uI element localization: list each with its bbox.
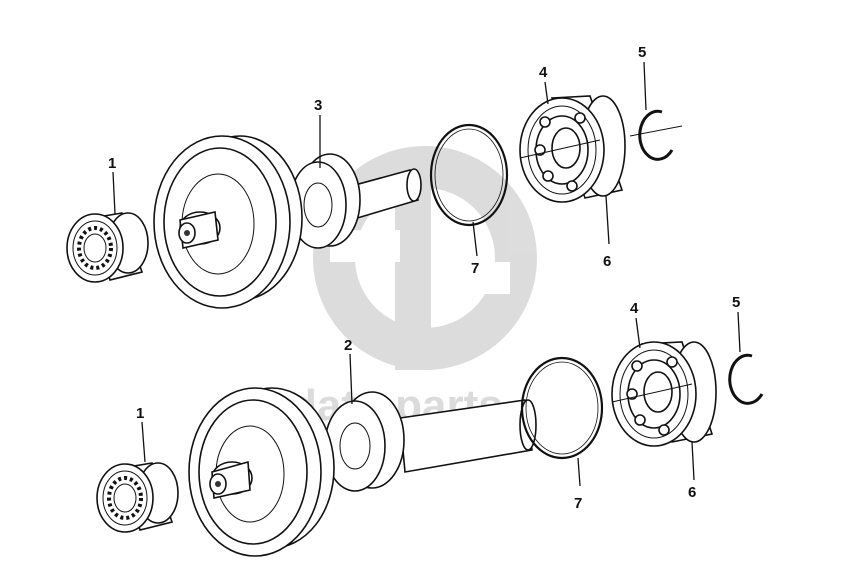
bottom-o-ring (520, 356, 604, 460)
top-gear (153, 135, 303, 309)
top-shaft-body (289, 153, 422, 249)
top-label-shaft: 3 (314, 97, 322, 114)
top-label-bearing-race: 4 (539, 64, 548, 81)
top-label-bearing: 1 (108, 155, 116, 172)
top-o-ring (429, 123, 509, 227)
top-circlip (629, 109, 683, 161)
bottom-circlip (728, 353, 764, 405)
top-label-seal: 6 (603, 253, 611, 270)
bottom-label-shaft: 2 (344, 337, 352, 354)
bottom-shaft-body (324, 391, 537, 492)
bottom-ball-bearing (611, 341, 717, 447)
top-assembly: 1 3 4 5 7 6 (66, 44, 683, 309)
bottom-assembly: 1 2 4 5 7 6 (96, 294, 764, 557)
top-roller-bearing (66, 212, 149, 283)
bottom-roller-bearing (96, 462, 179, 533)
top-ball-bearing (519, 95, 626, 203)
bottom-label-circlip: 5 (732, 294, 740, 311)
top-label-circlip: 5 (638, 44, 646, 61)
top-label-ring: 7 (471, 260, 479, 277)
bottom-label-bearing-race: 4 (630, 300, 639, 317)
bottom-label-seal: 6 (688, 484, 696, 501)
bottom-gear (188, 387, 335, 557)
bottom-label-ring: 7 (574, 495, 582, 512)
bottom-label-bearing: 1 (136, 405, 144, 422)
